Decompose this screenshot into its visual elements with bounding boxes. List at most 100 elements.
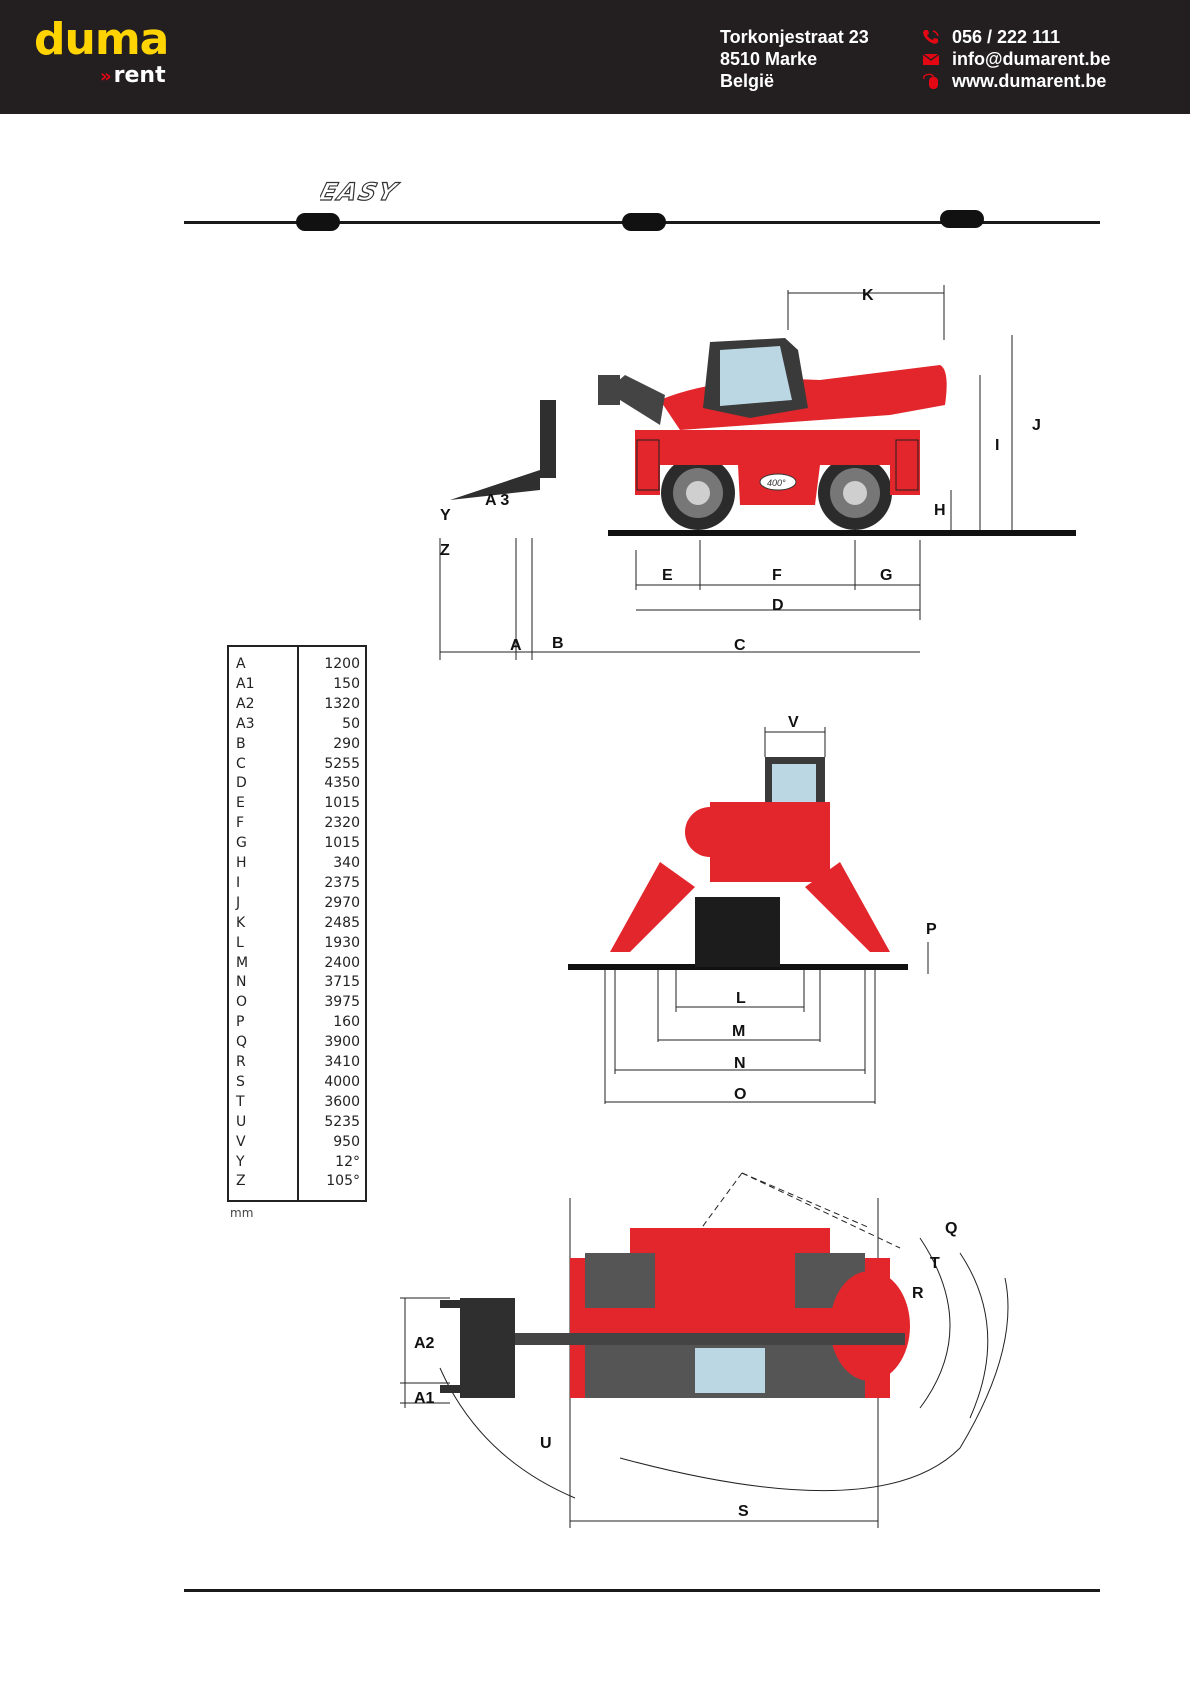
fork-carriage: [540, 400, 556, 478]
spec-key: U: [236, 1113, 247, 1130]
dim-label-a2: A2: [414, 1335, 435, 1352]
spec-row-t: T 3600: [229, 1093, 365, 1113]
top-boom-head: [830, 1271, 910, 1381]
company-address: Torkonjestraat 23 8510 Marke België: [720, 26, 869, 92]
logo-rent-label: rent: [113, 63, 166, 88]
dim-label-u: U: [540, 1435, 552, 1452]
spec-value: 290: [333, 735, 360, 752]
unit-label: mm: [230, 1206, 254, 1220]
top-view-drawing: Q T R S U A2 A1: [400, 1172, 1009, 1528]
spec-value: 3975: [324, 994, 360, 1011]
phone-number: 056 / 222 111: [952, 27, 1061, 47]
dim-label-m: M: [732, 1023, 745, 1040]
spec-key: R: [236, 1054, 246, 1070]
dim-label-j: J: [1032, 417, 1041, 434]
rotation-badge: 400°: [759, 473, 797, 491]
spec-value: 1930: [324, 934, 360, 951]
spec-key: I: [236, 874, 241, 891]
address-street: Torkonjestraat 23: [720, 27, 869, 47]
address-country: België: [720, 71, 775, 91]
mail-icon: [922, 53, 940, 65]
spec-key: G: [236, 835, 247, 852]
dim-label-a1: A1: [414, 1390, 435, 1407]
dim-label-d: D: [772, 597, 784, 614]
fork-tine: [450, 470, 540, 500]
spec-key: D: [236, 775, 247, 792]
spec-value: 3900: [324, 1034, 360, 1051]
phone-row[interactable]: 056 / 222 111: [920, 26, 1111, 48]
spec-key: J: [236, 894, 241, 911]
header-bar: duma »rent Torkonjestraat 23 8510 Marke …: [0, 0, 1190, 114]
top-fork-tine-left: [440, 1300, 515, 1308]
dim-label-l: L: [736, 990, 746, 1007]
dim-label-q: Q: [945, 1220, 957, 1237]
spec-value: 3600: [324, 1093, 360, 1110]
spec-key: A1: [236, 675, 255, 692]
boom-arm: [610, 375, 665, 425]
table-column-divider: [297, 647, 299, 1200]
dim-label-g: G: [880, 567, 892, 584]
spec-key: V: [236, 1133, 246, 1150]
email-row[interactable]: info@dumarent.be: [920, 48, 1111, 70]
spec-row-z: Z 105°: [229, 1172, 365, 1192]
spec-value: 3715: [324, 974, 360, 991]
dim-label-i: I: [995, 437, 999, 454]
spec-value: 105°: [326, 1173, 360, 1190]
website-row[interactable]: www.dumarent.be: [920, 70, 1111, 92]
dim-label-n: N: [734, 1055, 746, 1072]
dim-label-t: T: [930, 1255, 940, 1272]
divider-pill-right: [940, 210, 984, 228]
spec-value: 160: [333, 1014, 360, 1031]
spec-key: F: [236, 815, 245, 832]
spec-key: B: [236, 735, 246, 752]
spec-value: 4350: [324, 775, 360, 792]
spec-key: Q: [236, 1034, 248, 1051]
spec-key: Z: [236, 1173, 246, 1190]
duma-rent-logo[interactable]: duma »rent: [34, 18, 169, 88]
spec-key: E: [236, 795, 245, 812]
spec-value: 2400: [324, 954, 360, 971]
spec-key: T: [236, 1093, 245, 1110]
spec-key: A2: [236, 695, 255, 712]
spec-row-q: Q 3900: [229, 1033, 365, 1053]
spec-key: S: [236, 1073, 245, 1090]
mouse-icon: [923, 73, 938, 89]
dim-label-f: F: [772, 567, 782, 584]
dim-label-a: A: [510, 637, 522, 654]
double-chevron-icon: »: [100, 66, 112, 87]
easy-brand-text: EASY: [320, 178, 402, 206]
bottom-divider-line: [184, 1589, 1100, 1592]
dim-label-e: E: [662, 567, 673, 584]
top-swing-arcs: [649, 1172, 901, 1299]
front-fork-frame: [695, 897, 780, 967]
dim-label-s: S: [738, 1503, 749, 1520]
top-cab-roof: [695, 1348, 765, 1393]
dim-label-a3: A 3: [485, 492, 509, 509]
contact-info: 056 / 222 111 info@dumarent.be www.dumar…: [920, 26, 1111, 92]
spec-value: 150: [333, 675, 360, 692]
spec-key: A3: [236, 715, 255, 732]
easy-brand-logo: EASY: [320, 178, 403, 206]
top-fork-carriage: [460, 1298, 515, 1398]
dim-label-y: Y: [440, 507, 451, 524]
ground-line: [608, 530, 1076, 536]
spec-key: K: [236, 914, 246, 931]
chassis-body: [635, 430, 920, 505]
dim-label-k: K: [862, 287, 874, 304]
top-boom: [515, 1333, 905, 1345]
spec-row-d: D 4350: [229, 774, 365, 794]
cab-window: [720, 346, 792, 406]
front-view-drawing: V P L M N O: [568, 714, 937, 1104]
spec-row-b: B 290: [229, 735, 365, 755]
